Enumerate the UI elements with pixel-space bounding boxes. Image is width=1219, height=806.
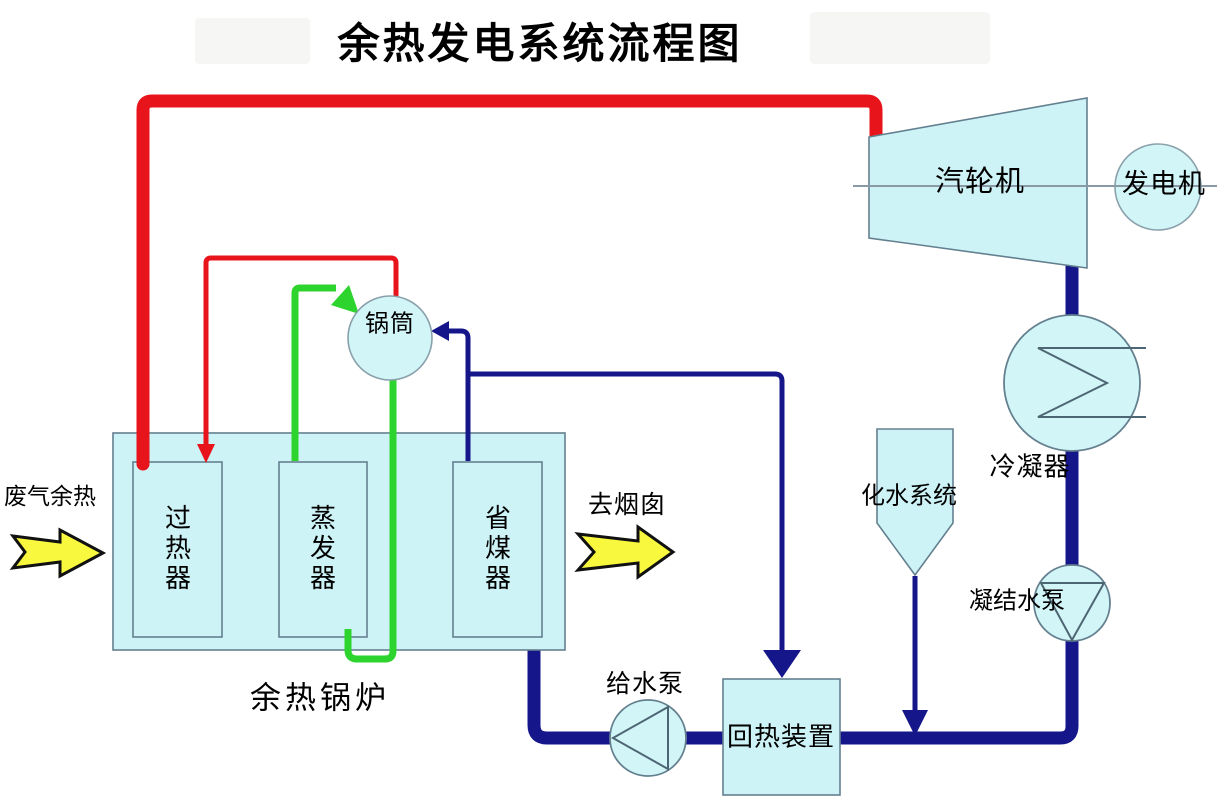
regenerator-label: 回热装置 [726, 721, 836, 752]
feed-pump-triangle [610, 705, 669, 771]
turbine-label: 汽轮机 [934, 165, 1026, 198]
to-chimney-arrow [574, 524, 676, 580]
generator-label: 发电机 [1122, 168, 1206, 199]
evaporator-box [278, 461, 368, 638]
economizer-to-drum-line [447, 328, 471, 461]
waste-heat-boiler-label: 余热锅炉 [250, 680, 390, 716]
economizer-box [452, 461, 543, 638]
feed-pump-shape [609, 699, 687, 777]
branch-to-regenerator-line [468, 371, 785, 650]
turbine-shape [868, 97, 1088, 269]
waste-gas-arrow [9, 527, 107, 579]
watermark-smudge [810, 12, 990, 64]
watermark-smudge [195, 18, 310, 64]
water-treatment-hopper [876, 428, 954, 577]
water-treatment-label: 化水系统 [861, 482, 957, 510]
drum-to-superheater-line [203, 255, 399, 447]
waste-gas-annotation: 废气余热 [4, 482, 96, 509]
diagram-title: 余热发电系统流程图 [337, 19, 743, 67]
water-treatment-arrowhead [902, 710, 928, 736]
condenser-coil-symbol [1037, 347, 1146, 418]
economizer-label: 省煤器 [481, 504, 512, 594]
drum-downcomer-line [344, 379, 397, 663]
regenerator-box [722, 678, 841, 796]
evaporator-riser-arrowhead [331, 285, 359, 314]
condensate-pump-label: 凝结水泵 [969, 587, 1065, 615]
evaporator-label: 蒸发器 [306, 504, 337, 594]
economizer-to-drum-arrowhead [431, 321, 449, 341]
evaporator-riser-line [291, 284, 336, 461]
superheater-label: 过热器 [161, 504, 192, 594]
to-chimney-annotation: 去烟囱 [587, 490, 667, 519]
condenser-label: 冷凝器 [989, 451, 1071, 482]
condenser-shape [1003, 314, 1141, 452]
branch-to-regenerator-arrowhead [763, 650, 801, 678]
drum-shape [347, 295, 433, 381]
condensate-pump-triangle [1039, 582, 1106, 643]
main-steam-pipe [136, 94, 883, 471]
drum-to-superheater-arrowhead [197, 444, 215, 463]
feed-pump-label: 给水泵 [605, 669, 685, 698]
superheater-box [132, 461, 223, 638]
drum-label: 锅筒 [365, 310, 415, 338]
